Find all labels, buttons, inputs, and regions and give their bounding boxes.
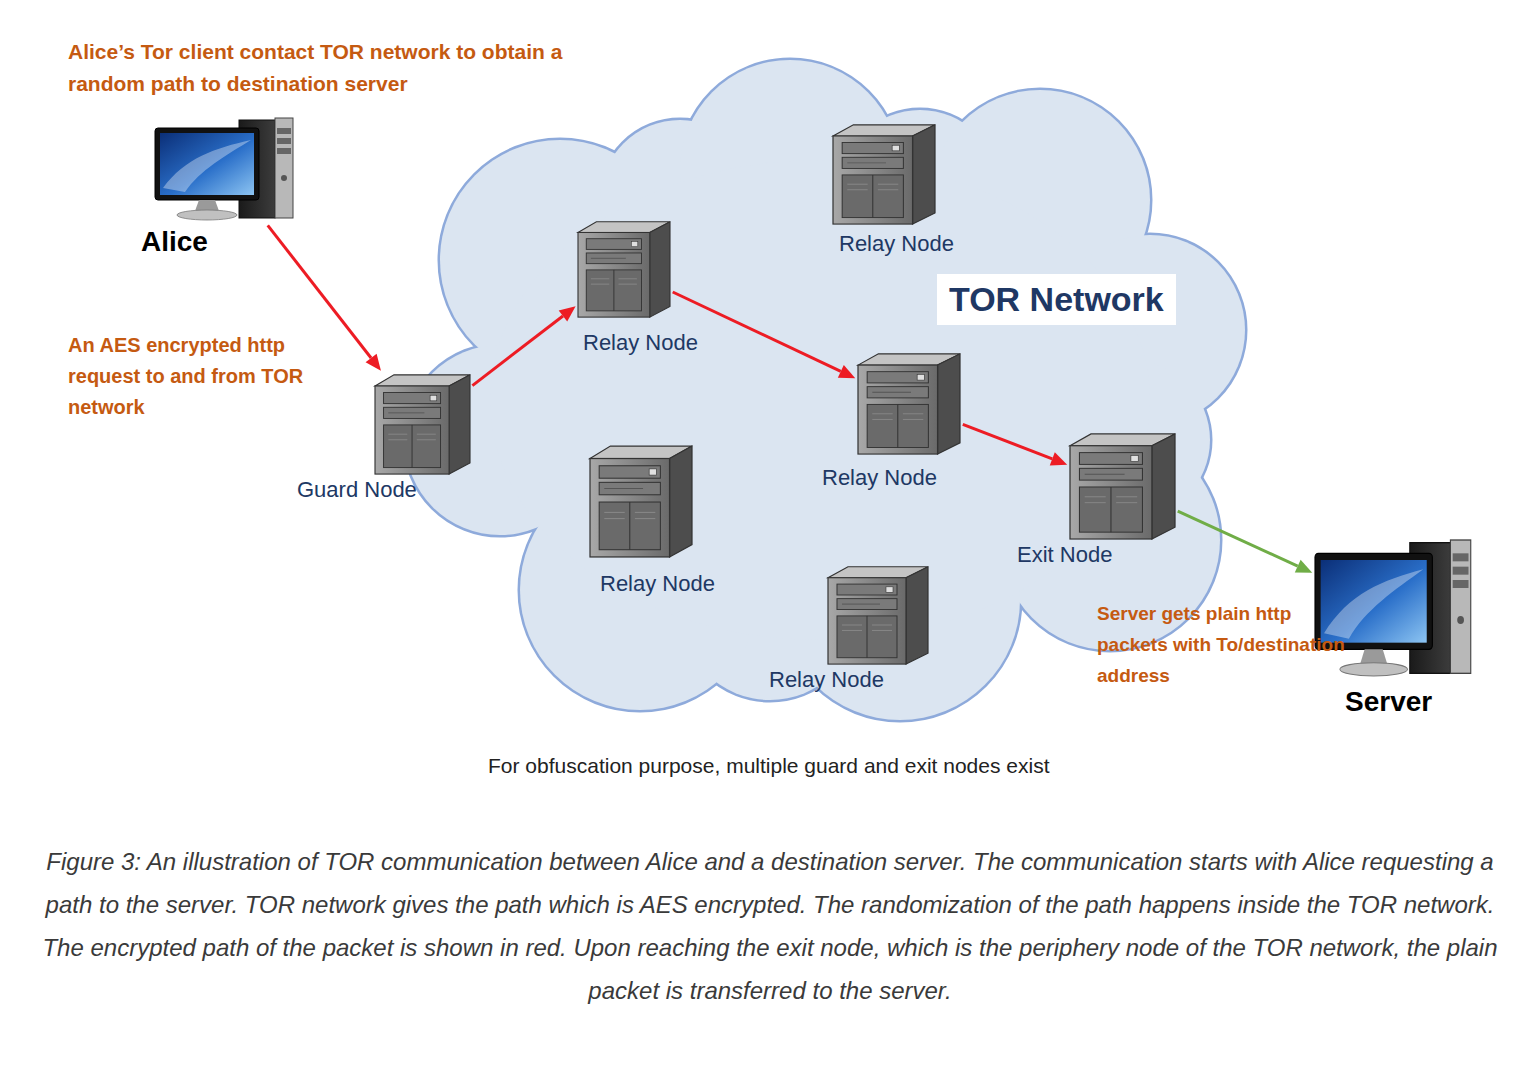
relay-server: Relay Node [828, 565, 928, 665]
arrow-head [366, 354, 381, 371]
node-label: Exit Node [1017, 542, 1112, 568]
server-icon [375, 373, 470, 475]
cloud-shape [400, 60, 1250, 725]
server-icon [858, 352, 960, 455]
region-title: TOR Network [937, 274, 1176, 325]
relay-server: Relay Node [590, 444, 692, 558]
figure-caption: Figure 3: An illustration of TOR communi… [35, 840, 1505, 1012]
server-icon [833, 123, 935, 225]
server-icon [1070, 432, 1175, 540]
server-icon [590, 444, 692, 558]
network-cloud: TOR NetworkGuard NodeRelay NodeRelay Nod… [400, 60, 1250, 725]
node-label: Alice [141, 226, 208, 258]
node-label: Relay Node [583, 330, 698, 356]
server-computer: Server [1315, 540, 1473, 680]
server-icon [578, 220, 670, 318]
computer-icon [1315, 540, 1473, 680]
callout-note: Alice’s Tor client contact TOR network t… [68, 36, 608, 100]
client-computer: Alice [155, 118, 295, 223]
exit-server: Exit Node [1070, 432, 1175, 540]
arrow-head [1295, 560, 1312, 573]
node-label: Guard Node [297, 477, 417, 503]
callout-note: Server gets plain http packets with To/d… [1097, 598, 1359, 691]
footnote: For obfuscation purpose, multiple guard … [488, 753, 1050, 779]
server-icon [828, 565, 928, 665]
callout-note: An AES encrypted http request to and fro… [68, 330, 348, 423]
node-label: Relay Node [600, 571, 715, 597]
node-label: Relay Node [822, 465, 937, 491]
computer-icon [155, 118, 295, 223]
node-label: Relay Node [839, 231, 954, 257]
relay-server: Relay Node [858, 352, 960, 455]
relay-server: Relay Node [578, 220, 670, 318]
relay-server: Relay Node [833, 123, 935, 225]
node-label: Server [1345, 686, 1432, 718]
node-label: Relay Node [769, 667, 884, 693]
guard-server: Guard Node [375, 373, 470, 475]
